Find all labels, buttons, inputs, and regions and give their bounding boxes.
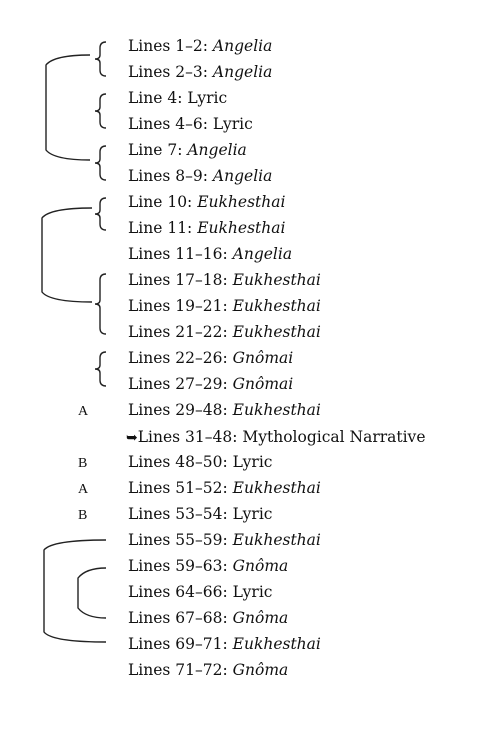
line-genre: Eukhesthai — [232, 635, 321, 653]
brace-lines-10-11 — [94, 197, 107, 231]
line-entry: Lines 8–9: Angelia — [128, 166, 272, 186]
line-range: Lines 2–3: — [128, 63, 213, 81]
line-genre: Eukhesthai — [197, 193, 286, 211]
line-entry: Lines 19–21: Eukhesthai — [128, 296, 321, 316]
line-entry: Lines 1–2: Angelia — [128, 36, 272, 56]
line-genre: Eukhesthai — [232, 271, 321, 289]
line-genre: Eukhesthai — [232, 297, 321, 315]
line-range: Line 10: — [128, 193, 198, 211]
line-entry: Lines 71–72: Gnôma — [128, 660, 288, 680]
line-entry: Lines 11–16: Angelia — [128, 244, 292, 264]
line-range: Lines 64–66: — [128, 583, 233, 601]
line-genre: Lyric — [232, 453, 273, 471]
line-range: Lines 4–6: — [128, 115, 213, 133]
line-entry: Lines 4–6: Lyric — [128, 114, 253, 134]
line-range: Lines 51–52: — [128, 479, 233, 497]
line-entry: Lines 55–59: Eukhesthai — [128, 530, 321, 550]
line-range: Lines 29–48: — [128, 401, 233, 419]
line-range: Lines 1–2: — [128, 37, 213, 55]
line-range: Lines 17–18: — [128, 271, 233, 289]
line-genre: Eukhesthai — [197, 219, 286, 237]
line-entry: Lines 22–26: Gnômai — [128, 348, 293, 368]
line-genre: Gnôma — [232, 661, 289, 679]
line-entry: Lines 29–48: Eukhesthai — [128, 400, 321, 420]
line-genre: Lyric — [187, 89, 228, 107]
line-range: Line 11: — [128, 219, 198, 237]
line-entry: Line 10: Eukhesthai — [128, 192, 285, 212]
line-range: Lines 27–29: — [128, 375, 233, 393]
bracket-angelia-group — [45, 54, 91, 161]
line-range: Lines 59–63: — [128, 557, 233, 575]
line-genre: Angelia — [212, 167, 273, 185]
line-entry: Lines 48–50: Lyric — [128, 452, 272, 472]
bracket-outer-ring — [43, 539, 107, 643]
brace-lines-4-6 — [94, 93, 107, 129]
line-genre: Lyric — [212, 115, 253, 133]
line-genre: Eukhesthai — [232, 401, 321, 419]
line-genre: Gnôma — [232, 557, 289, 575]
line-genre: Lyric — [232, 505, 273, 523]
line-range: Line 4: — [128, 89, 188, 107]
bracket-eukhesthai-group — [41, 207, 93, 303]
line-entry: Lines 53–54: Lyric — [128, 504, 272, 524]
line-entry: Lines 51–52: Eukhesthai — [128, 478, 321, 498]
line-range: Lines 69–71: — [128, 635, 233, 653]
line-entry: Line 4: Lyric — [128, 88, 227, 108]
marker-b-2: B — [78, 508, 88, 523]
brace-lines-17-22 — [94, 273, 107, 335]
brace-lines-1-3 — [94, 41, 107, 77]
line-genre: Gnôma — [232, 609, 289, 627]
line-range: Lines 8–9: — [128, 167, 213, 185]
line-range: Lines 11–16: — [128, 245, 233, 263]
line-genre: Angelia — [187, 141, 247, 159]
line-entry: Lines 64–66: Lyric — [128, 582, 272, 602]
line-genre: Angelia — [212, 63, 273, 81]
line-range: Lines 19–21: — [128, 297, 233, 315]
line-entry: Lines 59–63: Gnôma — [128, 556, 288, 576]
bracket-inner-ring — [77, 567, 107, 619]
marker-a-1: A — [78, 404, 89, 419]
line-genre: Angelia — [232, 245, 293, 263]
line-entry: Line 7: Angelia — [128, 140, 247, 160]
line-range: Lines 67–68: — [128, 609, 233, 627]
brace-lines-22-29 — [94, 351, 107, 387]
line-range: Lines 48–50: — [128, 453, 233, 471]
line-genre: Eukhesthai — [232, 323, 321, 341]
line-range: Lines 22–26: — [128, 349, 233, 367]
line-genre: Gnômai — [232, 375, 294, 393]
line-range: Line 7: — [128, 141, 188, 159]
line-genre: Angelia — [212, 37, 273, 55]
hook-arrow-icon: ➥ — [126, 430, 138, 446]
line-entry: Lines 17–18: Eukhesthai — [128, 270, 321, 290]
line-range: Lines 71–72: — [128, 661, 233, 679]
line-genre: Eukhesthai — [232, 479, 321, 497]
line-entry: Lines 2–3: Angelia — [128, 62, 272, 82]
marker-b-1: B — [78, 456, 88, 471]
marker-a-2: A — [78, 482, 89, 497]
line-entry: Lines 27–29: Gnômai — [128, 374, 293, 394]
line-entry: Lines 21–22: Eukhesthai — [128, 322, 321, 342]
line-genre: Eukhesthai — [232, 531, 321, 549]
line-range: Lines 55–59: — [128, 531, 233, 549]
line-genre: Gnômai — [232, 349, 294, 367]
line-entry: Lines 69–71: Eukhesthai — [128, 634, 321, 654]
sub-entry-text: Lines 31–48: Mythological Narrative — [137, 428, 426, 446]
line-entry: Line 11: Eukhesthai — [128, 218, 285, 238]
sub-entry-mythological-narrative: ➥Lines 31–48: Mythological Narrative — [126, 427, 426, 448]
line-entry: Lines 67–68: Gnôma — [128, 608, 288, 628]
line-range: Lines 21–22: — [128, 323, 233, 341]
brace-lines-7-9 — [94, 145, 107, 181]
line-range: Lines 53–54: — [128, 505, 233, 523]
line-genre: Lyric — [232, 583, 273, 601]
